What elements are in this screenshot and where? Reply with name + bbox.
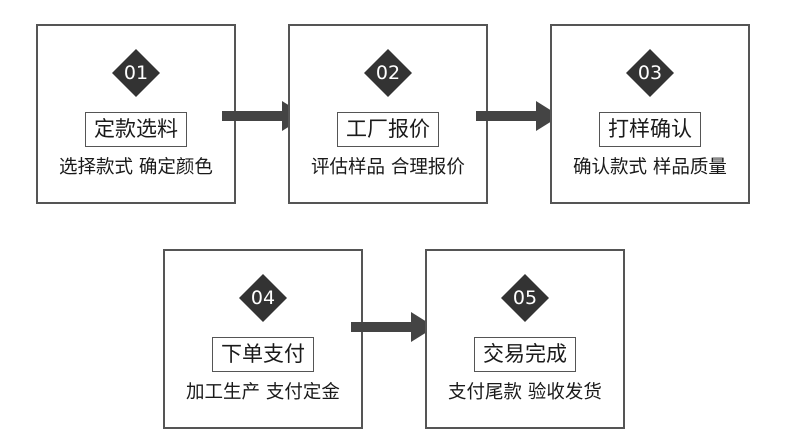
step-title: 下单支付 xyxy=(212,337,314,372)
step-title: 工厂报价 xyxy=(337,112,439,147)
step-number-badge: 02 xyxy=(363,48,413,98)
step-number: 05 xyxy=(512,287,538,309)
step-box-04: 04 下单支付 加工生产 支付定金 xyxy=(163,249,363,429)
step-title: 打样确认 xyxy=(599,112,701,147)
diamond-icon xyxy=(501,274,549,322)
step-description: 确认款式 样品质量 xyxy=(573,157,727,178)
arrow-right-icon xyxy=(476,101,560,131)
step-description: 加工生产 支付定金 xyxy=(186,382,340,403)
step-number-badge: 03 xyxy=(625,48,675,98)
step-description: 选择款式 确定颜色 xyxy=(59,157,213,178)
step-box-02: 02 工厂报价 评估样品 合理报价 xyxy=(288,24,488,204)
arrow-right-icon xyxy=(222,101,306,131)
flow-arrow-4-to-5 xyxy=(351,312,435,342)
arrow-right-icon xyxy=(351,312,435,342)
step-box-05: 05 交易完成 支付尾款 验收发货 xyxy=(425,249,625,429)
diamond-icon xyxy=(626,49,674,97)
step-number-badge: 04 xyxy=(238,273,288,323)
diamond-icon xyxy=(364,49,412,97)
flow-arrow-2-to-3 xyxy=(476,101,560,131)
step-number-badge: 01 xyxy=(111,48,161,98)
flow-arrow-1-to-2 xyxy=(222,101,306,131)
step-number: 01 xyxy=(123,62,149,84)
step-number: 02 xyxy=(375,62,401,84)
step-box-01: 01 定款选料 选择款式 确定颜色 xyxy=(36,24,236,204)
step-description: 支付尾款 验收发货 xyxy=(448,382,602,403)
step-title: 交易完成 xyxy=(474,337,576,372)
diamond-icon xyxy=(239,274,287,322)
step-title: 定款选料 xyxy=(85,112,187,147)
step-description: 评估样品 合理报价 xyxy=(311,157,465,178)
step-number-badge: 05 xyxy=(500,273,550,323)
step-number: 04 xyxy=(250,287,276,309)
step-box-03: 03 打样确认 确认款式 样品质量 xyxy=(550,24,750,204)
diamond-icon xyxy=(112,49,160,97)
step-number: 03 xyxy=(637,62,663,84)
